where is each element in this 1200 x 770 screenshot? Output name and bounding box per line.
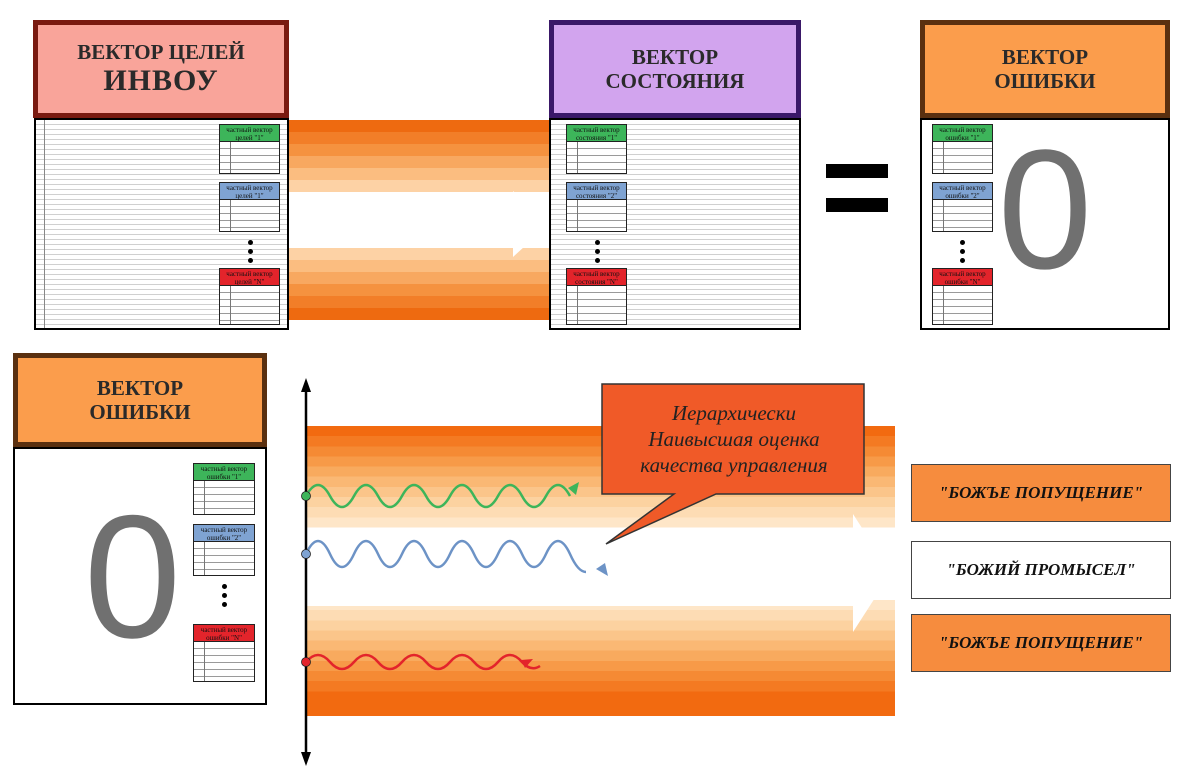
- error-vector-title: ВЕКТОР ОШИБКИ: [920, 20, 1170, 118]
- wave-lines: [301, 482, 608, 671]
- blue-wave: [301, 539, 608, 576]
- vertical-axis: [301, 378, 311, 766]
- bottom-error-title-line2: ОШИБКИ: [89, 400, 191, 424]
- providence-arrow: [305, 514, 891, 632]
- label-providence: "БОЖИЙ ПРОМЫСЕЛ": [911, 541, 1171, 599]
- error-title-line1: ВЕКТОР: [1001, 44, 1089, 69]
- green-wave: [301, 482, 579, 509]
- bottom-error-zero: 0: [83, 480, 182, 675]
- bottom-error-ellipsis: [219, 582, 229, 609]
- error-title-line2: ОШИБКИ: [994, 69, 1096, 93]
- bottom-error-title-line1: ВЕКТОР: [96, 375, 184, 400]
- error-ellipsis: [957, 238, 967, 265]
- red-wave: [301, 653, 541, 671]
- label-permission-top: "БОЖЪЕ ПОПУЩЕНИЕ": [911, 464, 1171, 522]
- callout-text: Иерархически Наивысшая оценка качества у…: [640, 400, 828, 478]
- bottom-error-vector-title: ВЕКТОР ОШИБКИ: [13, 353, 267, 447]
- state-ellipsis: [592, 238, 602, 265]
- goals-title-line1: ВЕКТОР ЦЕЛЕЙ: [77, 39, 245, 64]
- transfer-arrow: [287, 191, 549, 257]
- goals-vector-title: ВЕКТОР ЦЕЛЕЙ ИНВОУ: [33, 20, 289, 118]
- goals-ellipsis: [245, 238, 255, 265]
- state-title-line2: СОСТОЯНИЯ: [605, 69, 745, 93]
- goals-title-line2: ИНВОУ: [103, 63, 219, 97]
- state-vector-title: ВЕКТОР СОСТОЯНИЯ: [549, 20, 801, 118]
- error-zero: 0: [997, 115, 1093, 305]
- callout-shape: [601, 383, 865, 545]
- state-title-line1: ВЕКТОР: [631, 44, 719, 69]
- label-permission-bottom: "БОЖЪЕ ПОПУЩЕНИЕ": [911, 614, 1171, 672]
- equals-sign: [826, 164, 888, 212]
